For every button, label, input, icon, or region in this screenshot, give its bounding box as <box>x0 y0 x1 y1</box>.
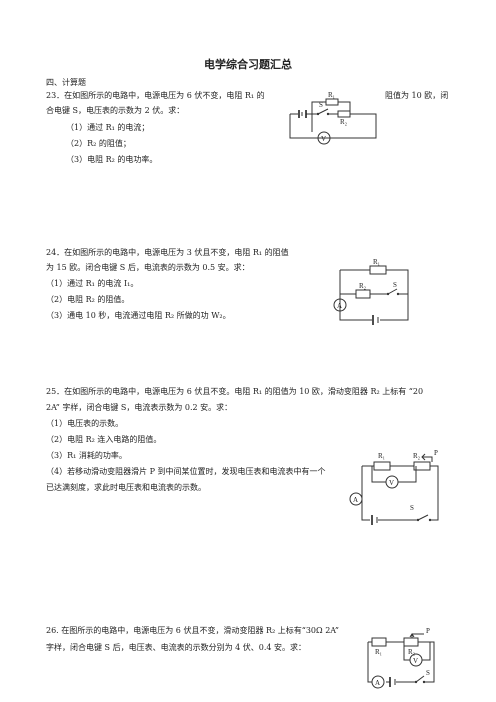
q26-circuit-diagram: V A R₁ R₂ P S <box>367 627 435 689</box>
q23-voltmeter-label: V <box>321 135 326 143</box>
q24-item-2: （2）电阻 R₂ 的阻值。 <box>46 295 130 304</box>
q26-ammeter-label: A <box>375 679 380 687</box>
q25-line2: 2A” 字样，闭合电键 S，电流表示数为 0.2 安。求： <box>46 403 233 412</box>
q23-item-3: （3）电阻 R₂ 的电功率。 <box>66 155 158 164</box>
q26-line2: 字样，闭合电键 S 后，电压表、电流表的示数分别为 4 伏、0.4 安。求： <box>46 643 307 652</box>
q26-voltmeter-label: V <box>413 657 418 665</box>
q25-item-3: （3）R₁ 消耗的功率。 <box>46 451 127 460</box>
q24-switch-label: S <box>393 281 397 289</box>
q23-item-2: （2）R₂ 的阻值； <box>66 139 131 148</box>
q25-item-5: 已达满刻度，求此时电压表和电流表的示数。 <box>46 483 206 492</box>
q25-r2-label: R₂ <box>413 452 421 460</box>
q25-r1-label: R₁ <box>378 452 385 460</box>
q26-r1-label: R₁ <box>375 648 382 656</box>
q23-item-1: （1）通过 R₁ 的电流； <box>66 123 150 132</box>
q24-ammeter-label: A <box>337 302 342 310</box>
q24-item-1: （1）通过 R₁ 的电流 I₁。 <box>46 279 139 288</box>
page-title: 电学综合习题汇总 <box>204 58 292 71</box>
q25-item-4: （4）若移动滑动变阻器滑片 P 到中间某位置时，发现电压表和电流表中有一个 <box>46 467 326 476</box>
q24-line2: 为 15 欧。闭合电键 S 后，电流表的示数为 0.5 安。求： <box>46 263 250 272</box>
q26-line1: 26. 在图所示的电路中，电源电压为 6 伏且不变，滑动变阻器 R₂ 上标有“3… <box>46 626 339 635</box>
q24-r2-label: R₂ <box>359 282 367 290</box>
q26-switch-label: S <box>426 669 430 677</box>
q23-line2: 合电键 S，电压表的示数为 2 伏。求： <box>46 106 185 115</box>
q25-item-1: （1）电压表的示数。 <box>46 419 124 428</box>
q25-voltmeter-label: V <box>389 479 394 487</box>
q25-circuit-diagram: V A R₁ R₂ P S <box>349 449 439 525</box>
q26-slider-label: P <box>426 627 430 635</box>
q23-r1-label: R₁ <box>328 91 335 99</box>
q25-line1: 25．在如图所示的电路中，电源电压为 6 伏且不变。电阻 R₁ 的阻值为 10 … <box>46 387 424 396</box>
q23-circuit-diagram: V R₁ S R₂ <box>289 91 377 145</box>
section-heading: 四、计算题 <box>46 78 86 87</box>
q24-line1: 24．在如图所示的电路中，电源电压为 3 伏且不变，电阻 R₁ 的阻值 <box>46 248 289 257</box>
q25-item-2: （2）电阻 R₂ 连入电路的阻值。 <box>46 435 162 444</box>
q23-line1-cont: 阻值为 10 欧，闭 <box>385 91 449 100</box>
q23-r2-label: R₂ <box>340 118 348 126</box>
q25-switch-label: S <box>410 504 414 512</box>
q24-circuit-diagram: A R₁ R₂ S <box>333 258 409 325</box>
q23-line1: 23．在如图所示的电路中，电源电压为 6 伏不变，电阻 R₁ 的 <box>46 91 265 100</box>
q26-r2-label: R₂ <box>408 648 416 656</box>
q25-ammeter-label: A <box>353 496 358 504</box>
q25-slider-label: P <box>434 449 438 457</box>
q24-r1-label: R₁ <box>373 258 380 266</box>
q24-item-3: （3）通电 10 秒，电流通过电阻 R₂ 所做的功 W₂。 <box>46 311 231 320</box>
q23-switch-label: S <box>319 101 323 109</box>
